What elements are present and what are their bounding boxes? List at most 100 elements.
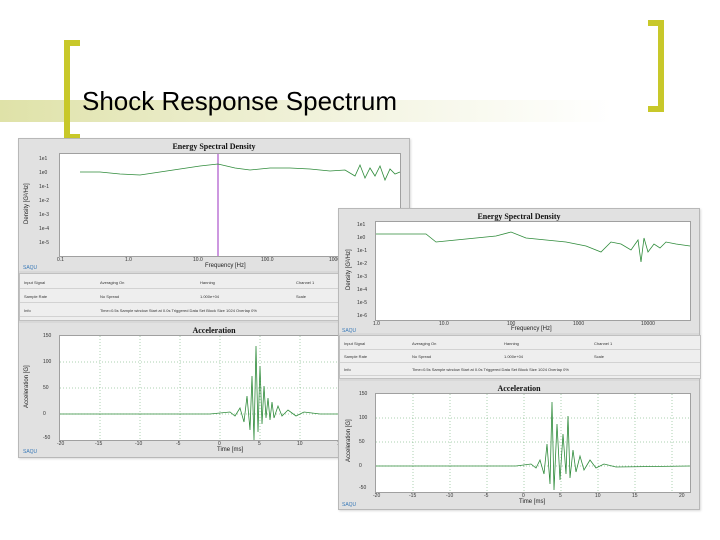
acc-signal-line [60,345,400,441]
acc-plot [375,393,691,493]
info-cell: Info [24,308,31,313]
acc-xtick: -10 [446,493,454,499]
esd-ylabel: Density [G²/Hz] [24,183,30,224]
acc-ylabel: Acceleration [G] [346,419,352,462]
esd-xtick: 100 [507,321,516,327]
acc-chart-svg [376,394,691,492]
info-cell: Channel 1 [296,280,315,285]
acc-ytick: -50 [359,485,367,491]
info-cell: Sample Rate [24,294,48,299]
esd-xtick: 1.0 [373,321,380,327]
info-cell: No Spread [100,294,120,299]
esd-plot [375,221,691,321]
esd-title: Energy Spectral Density [172,142,256,151]
right-bracket-decoration [648,20,664,112]
esd-chart-svg [376,231,691,263]
esd-xtick: 1000 [329,257,341,263]
esd-xlabel: Frequency [Hz] [511,326,552,332]
acc-xtick: -5 [176,441,181,447]
info-cell: Hanning [200,280,215,285]
acc-xtick: 0 [522,493,525,499]
info-cell: Info [344,367,351,372]
acc-ytick: 0 [359,463,362,469]
esd-spectrum-line [80,163,401,182]
acc-corner-label: SAQU [342,502,357,508]
info-row: Info Time=0.5s Sample window Start at 0.… [20,305,410,317]
esd-spectrum-line [376,231,691,263]
title-accent-band [0,100,720,122]
acc-xlabel: Time [ms] [519,499,546,505]
acc-ytick: 100 [359,415,368,421]
esd-ytick: 1e-1 [357,248,368,254]
acc-xtick: 15 [632,493,638,499]
esd-ytick: 1e-1 [39,184,50,190]
acc-xtick: 5 [559,493,562,499]
acc-xtick: -20 [373,493,381,499]
info-cell: Input Signal [344,341,366,346]
esd-ytick: 1e1 [357,222,366,228]
esd-xtick: 1000 [573,321,585,327]
info-row: Sample Rate No Spread 1.000e+04 Scale [20,291,410,303]
info-cell: Averaging On [412,341,437,346]
acc-ytick: 50 [43,385,49,391]
acc-ytick: 150 [43,333,52,339]
esd-ytick: 1e-2 [39,198,50,204]
acc-title: Acceleration [497,384,541,393]
esd-xtick: 0.1 [57,257,64,263]
info-cell: Scale [296,294,307,299]
esd-ytick: 1e-4 [357,287,368,293]
info-row: Sample Rate No Spread 1.000e+04 Scale [340,351,700,363]
esd-ytick: 1e-5 [357,300,368,306]
analyzer-window-right: Energy Spectral Density Density [G²/Hz] … [338,208,701,510]
acc-xtick: 0 [218,441,221,447]
info-cell: 1.000e+04 [200,294,220,299]
acc-xtick: -15 [409,493,417,499]
esd-xtick: 10.0 [439,321,449,327]
info-cell: Averaging On [100,280,125,285]
acc-ytick: 50 [359,439,365,445]
acc-xtick: 20 [679,493,685,499]
acc-title: Acceleration [192,326,236,335]
esd-ytick: 1e-4 [39,226,50,232]
acc-ytick: 0 [43,411,46,417]
acc-corner-label: SAQU [23,449,38,455]
acc-ytick: -50 [43,435,51,441]
acc-signal-line [376,401,691,491]
acc-xtick: -10 [135,441,143,447]
esd-xtick: 10.0 [193,257,203,263]
slide-title: Shock Response Spectrum [82,86,398,116]
acc-ytick: 100 [43,359,52,365]
esd-ytick: 1e-2 [357,261,368,267]
esd-chart-svg [80,154,401,256]
esd-ytick: 1e-3 [357,274,368,280]
acc-xtick: -15 [95,441,103,447]
esd-corner-label: SAQU [342,328,357,334]
acc-ytick: 150 [359,391,368,397]
esd-title: Energy Spectral Density [477,212,561,221]
info-table: Input Signal Averaging On Hanning Channe… [339,335,701,379]
acc-xtick: 10 [297,441,303,447]
info-cell: Time=0.5s Sample window Start at 0.0s Tr… [412,367,569,372]
acc-xtick: 10 [595,493,601,499]
info-row: Input Signal Averaging On Hanning Channe… [20,277,410,289]
acceleration-panel: Acceleration Acceleration [G] [339,381,699,509]
info-cell: Time=0.5s Sample window Start at 0.0s Tr… [100,308,257,313]
esd-xtick: 1.0 [125,257,132,263]
esd-panel: Energy Spectral Density Density [G²/Hz] … [339,209,699,334]
esd-xtick: 10000 [641,321,655,327]
esd-ylabel: Density [G²/Hz] [346,249,352,290]
esd-xlabel: Frequency [Hz] [205,263,246,269]
acc-xtick: 5 [258,441,261,447]
info-cell: Hanning [504,341,519,346]
info-cell: Channel 1 [594,341,613,346]
esd-ytick: 1e0 [39,170,48,176]
esd-xtick: 100.0 [261,257,274,263]
acc-xtick: -5 [484,493,489,499]
info-cell: 1.000e+04 [504,354,524,359]
info-cell: Sample Rate [344,354,368,359]
esd-ytick: 1e0 [357,235,366,241]
info-cell: Scale [594,354,605,359]
left-bracket-decoration [64,40,80,140]
acc-xlabel: Time [ms] [217,447,244,453]
esd-ytick: 1e1 [39,156,48,162]
